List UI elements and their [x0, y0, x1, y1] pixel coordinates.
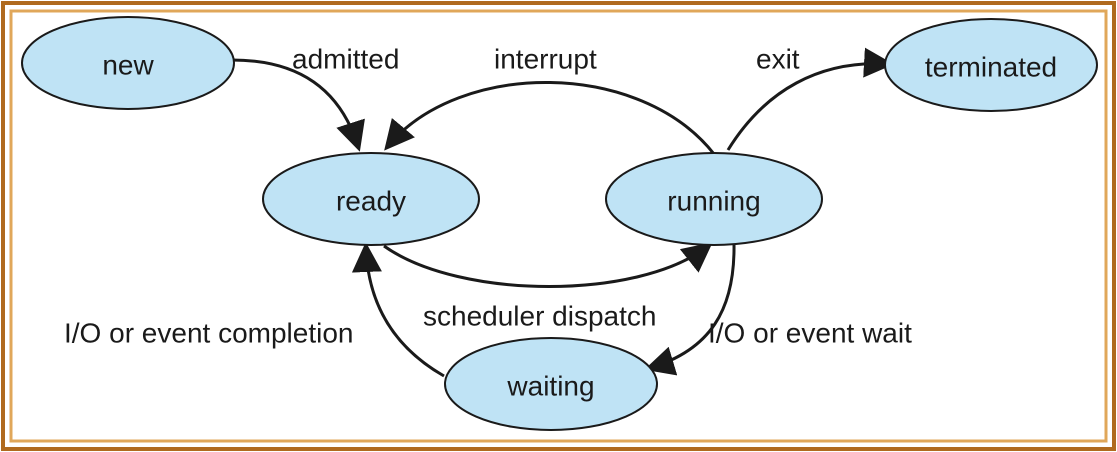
node-ready-shape: [262, 152, 480, 246]
edge-label-scheduler-dispatch: scheduler dispatch: [423, 301, 656, 332]
edge-io-wait-arrow: [644, 243, 736, 376]
edge-label-io-event-wait: I/O or event wait: [708, 318, 912, 349]
edge-label-interrupt: interrupt: [494, 44, 597, 75]
node-terminated-label: terminated: [925, 52, 1057, 83]
edge-label-io-event-completion: I/O or event completion: [64, 318, 353, 349]
node-running-label: running: [667, 186, 760, 217]
node-ready: ready: [262, 152, 480, 246]
node-new-label: new: [102, 50, 154, 81]
node-new: new: [21, 16, 235, 110]
edge-scheduler-dispatch-arrow: [383, 242, 713, 288]
node-waiting-label: waiting: [506, 371, 594, 402]
edge-admitted-arrow: [231, 58, 365, 152]
edge-label-exit: exit: [756, 44, 800, 75]
node-terminated-shape: [884, 18, 1098, 112]
node-running: running: [605, 152, 823, 246]
node-new-shape: [21, 16, 235, 110]
node-waiting-shape: [444, 337, 658, 431]
node-ready-label: ready: [336, 186, 406, 217]
edge-interrupt-arrow: [384, 81, 716, 155]
edge-label-admitted: admitted: [292, 44, 399, 75]
node-running-shape: [605, 152, 823, 246]
edge-io-completion-arrow: [351, 242, 445, 378]
edge-exit-arrow: [726, 47, 894, 151]
node-waiting: waiting: [444, 337, 658, 431]
node-terminated: terminated: [884, 18, 1098, 112]
frame-border-inner: [9, 9, 1108, 443]
